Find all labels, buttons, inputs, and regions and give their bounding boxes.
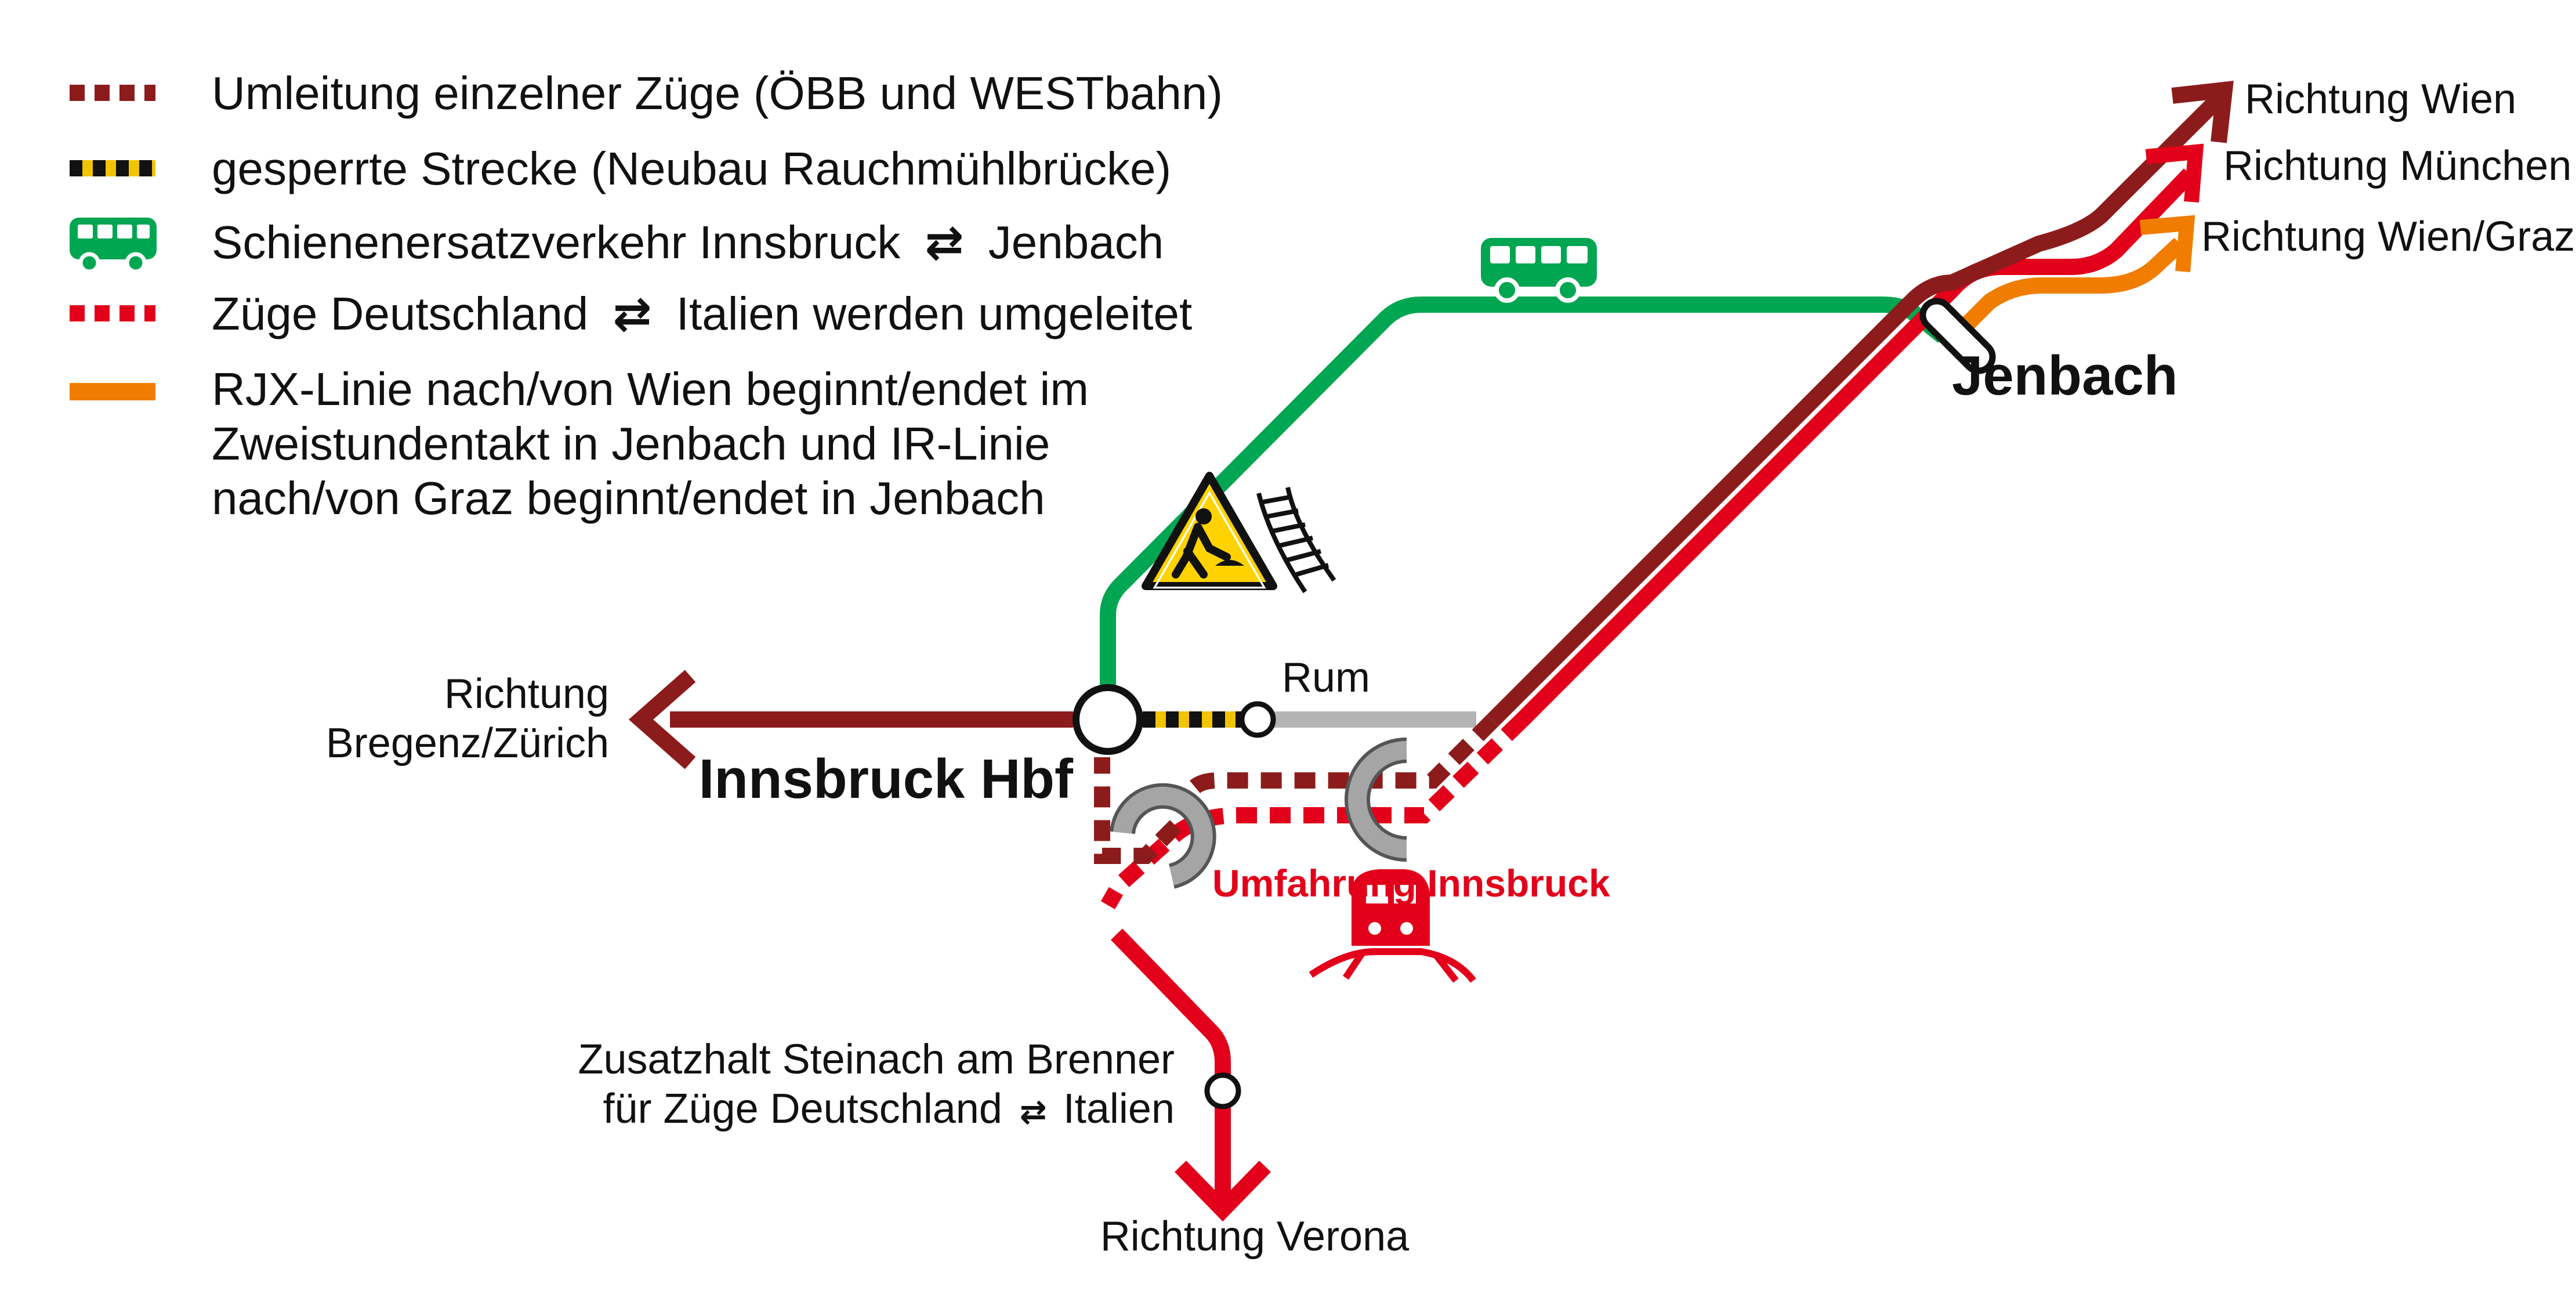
construction-warning-icon [1142, 472, 1277, 590]
station-rum [1239, 701, 1276, 738]
label-wien-graz: Richtung Wien/Graz [2201, 214, 2575, 260]
legend-de-it-arrow: ⇄ [613, 288, 652, 339]
label-muenchen: Richtung München [2223, 143, 2571, 189]
direction-arrows [628, 81, 2234, 1222]
arrow-wien [2171, 81, 2234, 143]
label-innsbruck-hbf: Innsbruck Hbf [699, 748, 1074, 810]
bus-icon [1481, 238, 1597, 303]
railway-track-icon [1256, 487, 1336, 594]
arrow-west [628, 670, 696, 769]
loop-arrow-icon [1110, 783, 1216, 889]
legend-de-it-text-after: Italien werden umgeleitet [676, 288, 1192, 339]
arrow-wien-graz [2139, 215, 2195, 273]
label-bypass: Umfahrung Innsbruck [1212, 862, 1610, 905]
station-jenbach [1919, 298, 1996, 374]
station-innsbruck-hbf [1073, 684, 1143, 755]
label-jenbach: Jenbach [1952, 345, 2178, 407]
legend-rjx-line1: RJX-Linie nach/von Wien beginnt/endet im [212, 363, 1089, 415]
verona-line [1110, 928, 1231, 1207]
station-steinach [1204, 1072, 1241, 1109]
legend-bus-arrow: ⇄ [925, 216, 964, 268]
legend-closed-track-text: gesperrte Strecke (Neubau Rauchmühlbrück… [212, 143, 1171, 194]
label-wien: Richtung Wien [2245, 76, 2516, 122]
legend-rjx-line2: Zweistundentakt in Jenbach und IR-Linie [212, 418, 1050, 469]
arrow-muenchen [2145, 143, 2204, 203]
label-west-direction-line2: Bregenz/Zürich [326, 720, 609, 767]
stations [1073, 298, 1996, 1109]
vienna-line [1487, 93, 2224, 726]
label-west-direction-line1: Richtung [444, 671, 609, 717]
label-steinach-arrow: ⇄ [1020, 1093, 1047, 1130]
label-steinach-line2-before: für Züge Deutschland [603, 1086, 1002, 1132]
label-verona: Richtung Verona [1100, 1213, 1410, 1260]
legend: Umleitung einzelner Züge (ÖBB und WESTba… [70, 67, 1223, 524]
legend-bus-text-before: Schienenersatzverkehr Innsbruck [212, 216, 901, 268]
label-steinach-line1: Zusatzhalt Steinach am Brenner [578, 1036, 1175, 1083]
legend-rjx-line3: nach/von Graz beginnt/endet in Jenbach [212, 472, 1045, 524]
legend-oebb-detour-text: Umleitung einzelner Züge (ÖBB und WESTba… [212, 67, 1223, 119]
oebb-bypass-line [1094, 715, 1498, 864]
label-steinach-line2-after: Italien [1063, 1086, 1175, 1132]
train-icon [1309, 869, 1476, 983]
legend-bus-icon [70, 218, 157, 274]
loop-arrow-icon-right [1345, 738, 1407, 862]
legend-bus-text-after: Jenbach [988, 216, 1164, 268]
munich-line [1516, 168, 2196, 726]
label-rum: Rum [1282, 655, 1370, 701]
map-labels: Richtung Bregenz/Zürich Innsbruck Hbf Ru… [326, 76, 2575, 1260]
legend-de-it-text-before: Züge Deutschland [212, 288, 588, 339]
arrow-verona [1174, 1161, 1271, 1222]
label-steinach-line2: für Züge Deutschland ⇄ Italien [603, 1086, 1175, 1132]
legend-bus-text: Schienenersatzverkehr Innsbruck ⇄ Jenbac… [212, 216, 1164, 268]
route-lines [670, 93, 2224, 1207]
legend-de-it-text: Züge Deutschland ⇄ Italien werden umgele… [212, 288, 1192, 339]
rjx-line [1943, 237, 2186, 348]
